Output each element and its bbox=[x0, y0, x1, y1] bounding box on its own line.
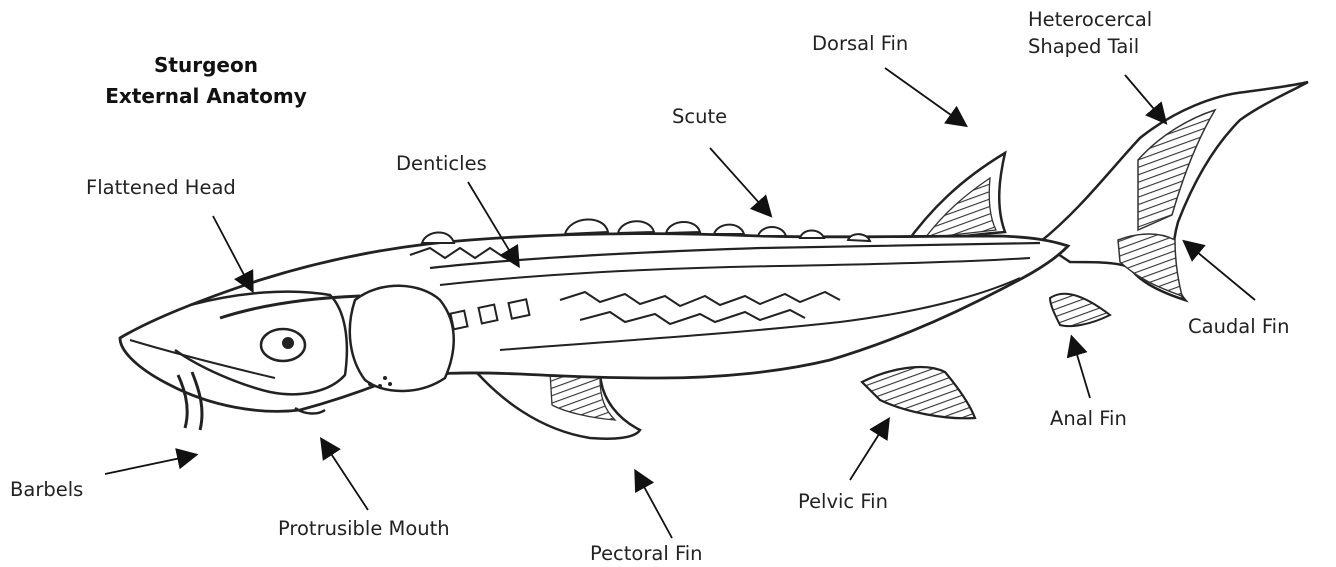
title-line-2: External Anatomy bbox=[86, 81, 326, 112]
pelvic-fin-shape bbox=[862, 367, 975, 418]
label-denticles: Denticles bbox=[396, 150, 487, 177]
label-protrusible-mouth: Protrusible Mouth bbox=[278, 515, 450, 542]
label-pectoral-fin: Pectoral Fin bbox=[590, 540, 703, 567]
label-caudal-fin: Caudal Fin bbox=[1188, 313, 1289, 340]
label-dorsal-fin: Dorsal Fin bbox=[812, 30, 908, 57]
label-tail-line-1: Heterocercal bbox=[1028, 6, 1152, 33]
scute-arrow bbox=[710, 148, 770, 215]
flattened-head-arrow bbox=[213, 216, 252, 290]
anal-fin-shape bbox=[1050, 294, 1110, 326]
barbels-arrow bbox=[105, 455, 195, 474]
pectoral-fin-arrow bbox=[636, 472, 672, 538]
tail-shape bbox=[1040, 82, 1308, 300]
caudal-fin-arrow bbox=[1185, 242, 1255, 300]
label-scute: Scute bbox=[672, 103, 727, 130]
title-line-1: Sturgeon bbox=[86, 50, 326, 81]
label-barbels: Barbels bbox=[10, 476, 83, 503]
pelvic-fin-arrow bbox=[850, 420, 888, 480]
diagram-title: Sturgeon External Anatomy bbox=[86, 50, 326, 112]
protrusible-mouth-arrow bbox=[322, 440, 368, 510]
label-heterocercal-tail: Heterocercal Shaped Tail bbox=[1028, 6, 1152, 60]
label-tail-line-2: Shaped Tail bbox=[1028, 33, 1152, 60]
tail-arrow bbox=[1125, 75, 1165, 122]
label-anal-fin: Anal Fin bbox=[1050, 405, 1127, 432]
anal-fin-arrow bbox=[1072, 338, 1090, 398]
dorsal-fin-shape bbox=[905, 153, 1005, 245]
dorsal-fin-arrow bbox=[885, 68, 965, 125]
label-pelvic-fin: Pelvic Fin bbox=[798, 488, 888, 515]
label-flattened-head: Flattened Head bbox=[86, 174, 236, 201]
